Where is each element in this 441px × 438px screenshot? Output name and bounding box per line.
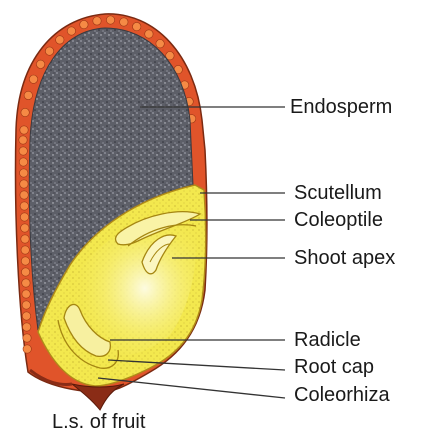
aleurone-cell [20, 213, 28, 221]
aleurone-cell [20, 169, 28, 177]
aleurone-cell [23, 345, 31, 353]
aleurone-cell [19, 158, 27, 166]
aleurone-cell [21, 108, 29, 116]
label-root-cap: Root cap [294, 357, 374, 377]
aleurone-cell [145, 30, 153, 38]
label-coleoptile: Coleoptile [294, 210, 383, 230]
basal-tip [72, 384, 124, 410]
label-coleorhiza: Coleorhiza [294, 385, 390, 405]
aleurone-cell [93, 17, 101, 25]
aleurone-cell [120, 18, 128, 26]
label-shoot-apex: Shoot apex [294, 248, 395, 268]
aleurone-cell [133, 22, 141, 30]
aleurone-cell [56, 36, 64, 44]
aleurone-cell [20, 126, 28, 134]
figure-caption: L.s. of fruit [52, 412, 145, 432]
label-endosperm: Endosperm [290, 97, 392, 117]
aleurone-cell [80, 20, 88, 28]
aleurone-cell [156, 40, 164, 48]
aleurone-cell [45, 47, 53, 55]
aleurone-cell [22, 290, 30, 298]
aleurone-cell [21, 268, 29, 276]
aleurone-cell [21, 235, 29, 243]
label-scutellum: Scutellum [294, 183, 382, 203]
aleurone-cell [23, 334, 31, 342]
aleurone-cell [22, 301, 30, 309]
aleurone-cell [19, 136, 27, 144]
label-radicle: Radicle [294, 330, 361, 350]
aleurone-cell [29, 75, 37, 83]
aleurone-cell [36, 60, 44, 68]
aleurone-cell [21, 246, 29, 254]
aleurone-cell [24, 91, 32, 99]
leader-coleorhiza [98, 378, 285, 398]
aleurone-cell [20, 180, 28, 188]
aleurone-cell [22, 279, 30, 287]
aleurone-cell [20, 191, 28, 199]
aleurone-cell [19, 147, 27, 155]
aleurone-cell [106, 16, 114, 24]
aleurone-cell [23, 323, 31, 331]
aleurone-cell [21, 257, 29, 265]
aleurone-cell [67, 27, 75, 35]
aleurone-cell [22, 312, 30, 320]
aleurone-cell [21, 224, 29, 232]
aleurone-cell [20, 202, 28, 210]
